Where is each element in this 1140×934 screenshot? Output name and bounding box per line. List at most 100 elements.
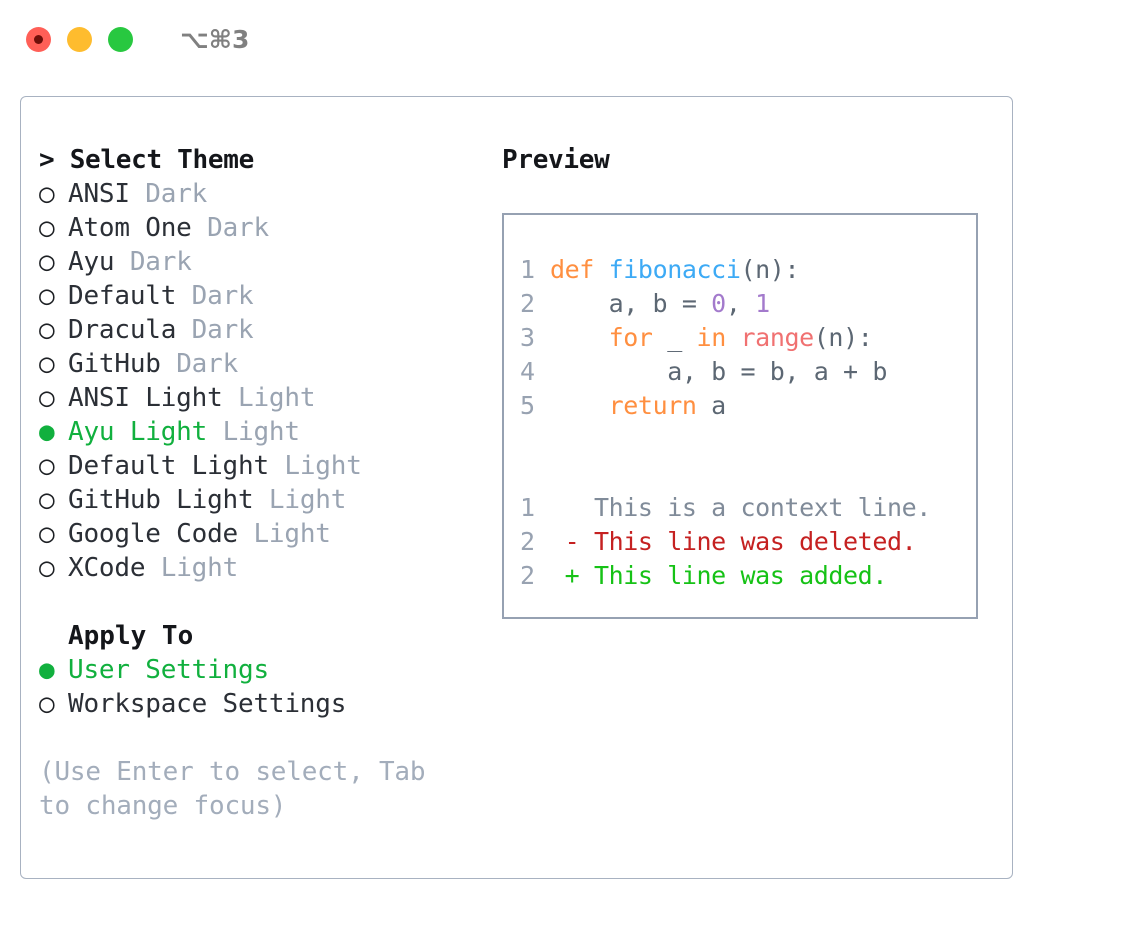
theme-option-xcode[interactable]: ○ XCode Light: [39, 551, 484, 585]
option-label: Dracula: [68, 315, 177, 345]
diff-line: 1 This is a context line.: [504, 491, 976, 525]
theme-option-github[interactable]: ○GitHub Dark: [39, 347, 484, 381]
option-variant-label: Light: [160, 553, 239, 583]
apply-to-heading: Apply To: [68, 621, 194, 651]
apply-to-option-user-settings[interactable]: ● User Settings: [39, 653, 484, 687]
apply-to-option-workspace-settings[interactable]: ○ Workspace Settings: [39, 687, 484, 721]
option-label: ANSI: [68, 179, 130, 209]
code-token: a, b =: [550, 289, 712, 318]
theme-option-ayu-light[interactable]: ●Ayu Light Light: [39, 415, 484, 449]
code-gap-2: [504, 457, 976, 491]
theme-option-default[interactable]: ○ Default Dark: [39, 279, 484, 313]
option-label: Default: [68, 281, 177, 311]
option-label: Atom One: [68, 213, 192, 243]
code-token: (n):: [740, 255, 800, 284]
radio-unselected-icon: ○: [39, 281, 55, 311]
code-token: [550, 323, 609, 352]
line-number: 2: [520, 289, 535, 318]
line-number: 2: [520, 561, 535, 590]
line-number: 4: [520, 357, 535, 386]
diff-line: 2 - This line was deleted.: [504, 525, 976, 559]
radio-unselected-icon: ○: [39, 247, 55, 277]
option-variant-label: Light: [222, 417, 300, 447]
theme-option-ayu[interactable]: ○Ayu Dark: [39, 245, 484, 279]
code-line: 4 a, b = b, a + b: [504, 355, 976, 389]
theme-option-dracula[interactable]: ○ Dracula Dark: [39, 313, 484, 347]
radio-unselected-icon: ○: [39, 553, 55, 583]
code-token: a, b = b, a + b: [550, 357, 887, 386]
line-number: 1: [520, 493, 535, 522]
theme-option-ansi[interactable]: ○ ANSI Dark: [39, 177, 484, 211]
code-line: 3 for _ in range(n):: [504, 321, 976, 355]
apply-to-list: ● User Settings ○ Workspace Settings: [39, 653, 484, 721]
theme-list: ○ANSI Dark○Atom One Dark○Ayu Dark○Defaul…: [39, 177, 484, 585]
radio-unselected-icon: ○: [39, 315, 55, 345]
option-variant-label: Light: [268, 485, 347, 515]
title-bar: ⌥⌘3: [0, 0, 1140, 78]
radio-selected-icon: ●: [39, 655, 55, 685]
code-token: ,: [725, 289, 756, 318]
select-theme-heading: > Select Theme: [39, 145, 254, 175]
code-gap: [504, 423, 976, 457]
code-token: (n):: [813, 323, 873, 352]
option-label: Google Code: [68, 519, 238, 549]
minimize-button[interactable]: [67, 26, 92, 52]
option-variant-label: Dark: [207, 213, 269, 243]
keyboard-hint-text: (Use Enter to select, Tab to change focu…: [39, 757, 426, 821]
option-label: Default Light: [68, 451, 269, 481]
radio-unselected-icon: ○: [39, 485, 55, 515]
option-variant-label: Light: [238, 383, 316, 413]
code-token: range: [740, 323, 815, 352]
option-label: ANSI Light: [68, 383, 223, 413]
diff-line: 2 + This line was added.: [504, 559, 976, 593]
close-button[interactable]: [26, 26, 51, 52]
theme-picker-column: > Select Theme ○ANSI Dark○Atom One Dark○…: [21, 97, 484, 878]
code-token: def: [550, 255, 609, 284]
code-token: 0: [711, 289, 726, 318]
maximize-button[interactable]: [108, 26, 133, 52]
theme-dialog-panel: > Select Theme ○ANSI Dark○Atom One Dark○…: [20, 96, 1013, 879]
radio-unselected-icon: ○: [39, 349, 55, 379]
option-variant-label: Dark: [145, 179, 208, 209]
option-label: GitHub Light: [68, 485, 254, 515]
radio-selected-icon: ●: [39, 417, 55, 447]
code-line: 5 return a: [504, 389, 976, 423]
option-variant-label: Dark: [191, 315, 254, 345]
line-number: 3: [520, 323, 535, 352]
theme-option-default-light[interactable]: ○Default Light Light: [39, 449, 484, 483]
option-label: XCode: [68, 553, 146, 583]
option-label: GitHub: [68, 349, 161, 379]
radio-unselected-icon: ○: [39, 383, 55, 413]
code-token: [550, 391, 609, 420]
code-token: fibonacci: [608, 255, 741, 284]
option-label: User Settings: [68, 655, 269, 685]
line-number: 5: [520, 391, 535, 420]
code-line: 2 a, b = 0, 1: [504, 287, 976, 321]
option-variant-label: Dark: [191, 281, 254, 311]
option-label: Workspace Settings: [68, 689, 347, 719]
code-token: _: [652, 323, 697, 352]
code-token: for: [608, 323, 653, 352]
radio-unselected-icon: ○: [39, 689, 55, 719]
preview-heading: Preview: [502, 145, 610, 175]
code-token: a: [696, 391, 726, 420]
option-variant-label: Dark: [129, 247, 192, 277]
window-controls: [26, 26, 133, 52]
keyboard-shortcut-label: ⌥⌘3: [180, 24, 250, 54]
theme-option-atom-one[interactable]: ○ Atom One Dark: [39, 211, 484, 245]
code-token: in: [696, 323, 727, 352]
theme-option-ansi-light[interactable]: ○ ANSI Light Light: [39, 381, 484, 415]
theme-option-google-code[interactable]: ○Google Code Light: [39, 517, 484, 551]
radio-unselected-icon: ○: [39, 519, 55, 549]
theme-option-github-light[interactable]: ○ GitHub Light Light: [39, 483, 484, 517]
code-token: return: [608, 391, 697, 420]
radio-unselected-icon: ○: [39, 179, 55, 209]
radio-unselected-icon: ○: [39, 213, 55, 243]
code-token: This is a context line.: [550, 493, 931, 522]
code-token: 1: [755, 289, 770, 318]
